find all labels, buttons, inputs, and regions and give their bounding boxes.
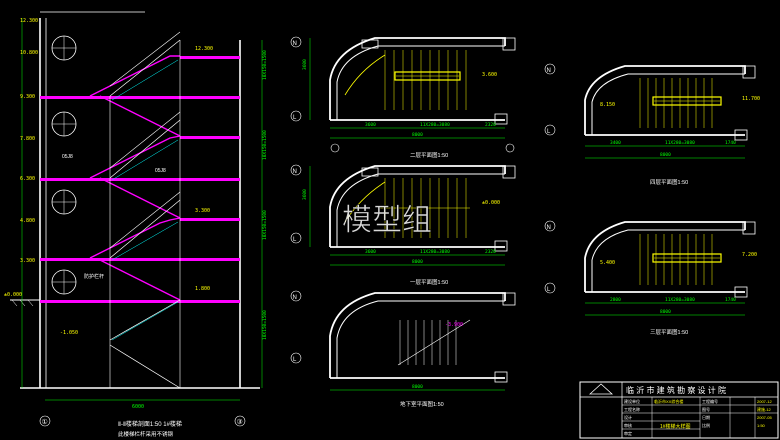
stair-section-view: 12.300 10.800 9.300 7.800 6.300 4.800 3.…: [4, 11, 268, 438]
plan-first-floor: ±0.000 3600 11X280=3080 2320 8000 3600 N…: [290, 164, 516, 286]
axis-label: ①: [42, 418, 48, 426]
plan-elev: 3.600: [482, 72, 497, 78]
plan-total: 8000: [660, 152, 671, 158]
section-level: 6.300: [20, 176, 35, 182]
plan-third-floor: 7.200 5.400 2800 11X280=3080 1740 8000 N…: [544, 220, 757, 336]
title-row-label: 设计: [624, 414, 632, 420]
axis-label: L: [293, 357, 297, 363]
plan-dim: 2800: [610, 297, 621, 303]
plan-left-dim: 3600: [302, 59, 308, 70]
axis-label: L: [547, 129, 551, 135]
plan-dim: 2320: [485, 249, 496, 255]
plan-basement: -3.900 8000 N L 地下室平面图1:50: [290, 290, 516, 408]
title-row-label: 审定: [624, 430, 632, 436]
project-name: 临沂市XX综合楼: [654, 398, 683, 404]
plan-elev: 7.200: [742, 252, 757, 258]
plan-elev: 5.400: [600, 260, 615, 266]
plan-second-floor: 3.600 3600 11X280=3080 2320 8000 3600 N …: [290, 36, 516, 159]
section-level: ±0.000: [4, 292, 22, 298]
plan-title: 一层平面图1:50: [410, 278, 448, 286]
title-right-label: 图号: [702, 406, 710, 412]
axis-label: N: [547, 68, 551, 74]
section-right-dim: 10X150=1500: [262, 50, 268, 80]
section-note: 此楼梯栏杆采用不锈钢: [118, 430, 174, 438]
title-right-label: 日期: [702, 414, 710, 420]
plan-total: 8000: [412, 259, 423, 265]
company-name: 临 沂 市 建 筑 勘 察 设 计 院: [626, 385, 726, 395]
plan-elev: 11.700: [742, 96, 760, 102]
section-right-dim: 10X150=1500: [262, 130, 268, 160]
plan-dim: 1740: [725, 140, 736, 146]
section-level: 10.800: [20, 50, 38, 56]
plan-total: 8000: [412, 132, 423, 138]
title-row-label: 工程名称: [624, 406, 640, 412]
plan-total: 8000: [412, 384, 423, 390]
plan-fourth-floor: 11.700 8.150 3400 11X280=3080 1740 8000 …: [544, 63, 760, 186]
section-callout: 05J8: [155, 168, 166, 174]
axis-label: N: [293, 169, 297, 175]
section-level: 9.300: [20, 94, 35, 100]
plan-title: 二层平面图1:50: [410, 151, 448, 159]
title-right-value: 建施-12: [757, 406, 772, 412]
section-callout: 05J8: [62, 154, 73, 160]
plan-title: 地下室平面图1:50: [400, 400, 444, 408]
plan-title: 三层平面图1:50: [650, 328, 688, 336]
title-row-label: 建设单位: [624, 398, 640, 404]
plan-dim: 11X280=3080: [665, 297, 695, 303]
company-logo-icon: [588, 383, 614, 395]
plan-dim: 1740: [725, 297, 736, 303]
drawing-name: 1#楼梯大样图: [660, 423, 691, 430]
section-callout: 防护栏杆: [84, 273, 104, 280]
axis-label: L: [293, 237, 297, 243]
section-level: 3.300: [195, 208, 210, 214]
plan-dim: 3400: [610, 140, 621, 146]
section-level: 7.800: [20, 136, 35, 142]
section-title: Ⅱ-Ⅱ楼梯剖面1:50 1#楼梯: [118, 420, 182, 428]
section-level: 3.300: [20, 258, 35, 264]
plan-dim: 3600: [365, 249, 376, 255]
section-level: 4.800: [20, 218, 35, 224]
axis-label: L: [547, 287, 551, 293]
plan-dim: 11X280=3080: [420, 249, 450, 255]
title-right-label: 比例: [702, 422, 710, 428]
plan-elev: -3.900: [445, 322, 463, 328]
plan-dim: 11X280=3080: [420, 122, 450, 128]
watermark-text: 模型组: [342, 204, 432, 237]
axis-label: ③: [237, 418, 243, 426]
axis-label: N: [293, 41, 297, 47]
axis-label: L: [293, 115, 297, 121]
plan-left-dim: 3600: [302, 189, 308, 200]
title-right-value: 2007-12: [757, 399, 772, 404]
plan-dim: 11X280=3080: [665, 140, 695, 146]
axis-label: N: [547, 225, 551, 231]
title-right-value: 1:50: [757, 423, 766, 428]
plan-elev: 8.150: [600, 102, 615, 108]
title-right-value: 2007-05: [757, 415, 772, 420]
section-right-dim: 10X150=1500: [262, 210, 268, 240]
plan-total: 8000: [660, 309, 671, 315]
title-row-label: 审核: [624, 422, 632, 428]
plan-title: 四层平面图1:50: [650, 178, 688, 186]
plan-elev: ±0.000: [482, 200, 500, 206]
plan-dim: 3600: [365, 122, 376, 128]
title-right-label: 工程编号: [702, 398, 718, 404]
axis-label: N: [293, 295, 297, 301]
section-level: -1.050: [60, 330, 78, 336]
section-level: 12.300: [195, 46, 213, 52]
section-right-dim: 10X150=1500: [262, 310, 268, 340]
title-block: 临 沂 市 建 筑 勘 察 设 计 院 建设单位 临沂市XX综合楼 工程名称 设…: [579, 381, 779, 439]
section-level: 1.800: [195, 286, 210, 292]
section-level: 12.300: [20, 18, 38, 24]
plan-dim: 2320: [485, 122, 496, 128]
section-overall-dim: 6000: [132, 404, 144, 410]
